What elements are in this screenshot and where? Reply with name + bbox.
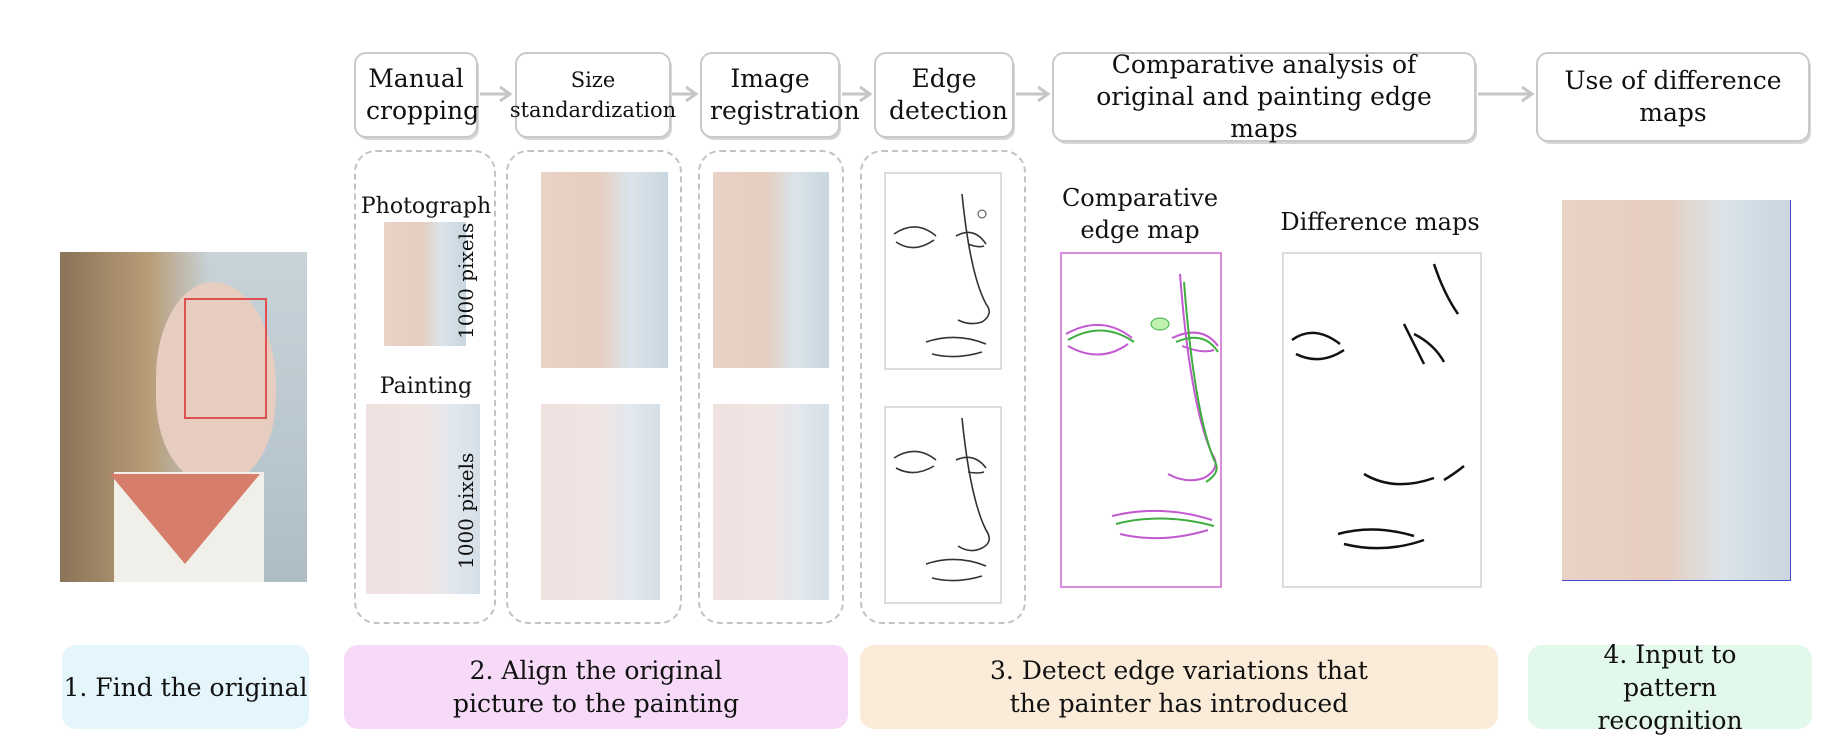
painting-registered bbox=[713, 404, 829, 600]
step-manual-cropping: Manual cropping bbox=[354, 52, 480, 138]
difference-map bbox=[1282, 252, 1482, 588]
stage-find-original: 1. Find the original bbox=[62, 645, 309, 729]
stage-find-original-label: 1. Find the original bbox=[63, 672, 308, 702]
group-edge-detection bbox=[860, 150, 1026, 624]
face-shape bbox=[156, 282, 276, 482]
painting-edge-map bbox=[884, 406, 1002, 604]
comparative-edge-map bbox=[1060, 252, 1222, 588]
stage-pattern-recognition: 4. Input to pattern recognition bbox=[1528, 640, 1812, 735]
step-image-registration: Image registration bbox=[700, 52, 860, 138]
pixels-label-top: 1000 pixels bbox=[454, 222, 478, 339]
difference-lines bbox=[1291, 263, 1465, 550]
step-use-of-difference-maps-label: Use of difference maps bbox=[1564, 66, 1782, 127]
stage-detect-edge-variations-label: 3. Detect edge variations that the paint… bbox=[990, 656, 1368, 718]
step-comparative-analysis-label: Comparative analysis of original and pai… bbox=[1096, 50, 1432, 143]
arrow-icon bbox=[672, 85, 699, 103]
step-manual-cropping-label: Manual cropping bbox=[366, 64, 480, 125]
photograph-standardized bbox=[541, 172, 668, 368]
arrow-icon bbox=[1016, 85, 1051, 103]
painting-crop-thumbnail bbox=[366, 404, 480, 594]
collar-lace bbox=[110, 474, 260, 564]
step-use-of-difference-maps: Use of difference maps bbox=[1536, 52, 1810, 142]
difference-maps-label: Difference maps bbox=[1280, 208, 1480, 236]
painting-standardized bbox=[541, 404, 660, 600]
crop-rectangle bbox=[184, 298, 267, 419]
stage-align-picture-label: 2. Align the original picture to the pai… bbox=[453, 656, 739, 718]
stage-detect-edge-variations: 3. Detect edge variations that the paint… bbox=[860, 645, 1498, 729]
comparative-edge-map-label: Comparative edge map bbox=[1060, 182, 1220, 246]
step-comparative-analysis: Comparative analysis of original and pai… bbox=[1052, 50, 1476, 143]
stage-pattern-recognition-label: 4. Input to pattern recognition bbox=[1597, 639, 1743, 735]
comparative-edge-map-text: Comparative edge map bbox=[1061, 184, 1219, 244]
photograph-label: Photograph bbox=[360, 194, 492, 219]
edge-lines-photo bbox=[893, 193, 990, 358]
step-size-standardization: Size standardization bbox=[510, 52, 676, 138]
step-size-label-1: Size bbox=[570, 68, 616, 92]
difference-overlay-image bbox=[1562, 200, 1791, 581]
painting-label: Painting bbox=[379, 374, 473, 399]
group-image-registration bbox=[698, 150, 844, 624]
arrow-icon bbox=[842, 85, 873, 103]
photograph-registered bbox=[713, 172, 829, 368]
edge-lines-painting bbox=[893, 417, 990, 582]
arrow-icon bbox=[480, 85, 513, 103]
group-size-standardization bbox=[506, 150, 682, 624]
stage-align-picture: 2. Align the original picture to the pai… bbox=[344, 645, 848, 729]
group-manual-cropping bbox=[354, 150, 496, 624]
photograph-edge-map bbox=[884, 172, 1002, 370]
pixels-label-bottom: 1000 pixels bbox=[454, 452, 478, 569]
arrow-icon bbox=[1478, 85, 1535, 103]
original-photo bbox=[60, 252, 307, 582]
step-edge-detection: Edge detection bbox=[874, 52, 1014, 138]
step-edge-detection-label: Edge detection bbox=[889, 64, 1008, 125]
step-image-registration-label: Image registration bbox=[710, 64, 860, 125]
comparative-edge-lines bbox=[1065, 273, 1219, 540]
photograph-crop-thumbnail bbox=[384, 222, 466, 346]
step-size-label-2: standardization bbox=[509, 98, 677, 122]
